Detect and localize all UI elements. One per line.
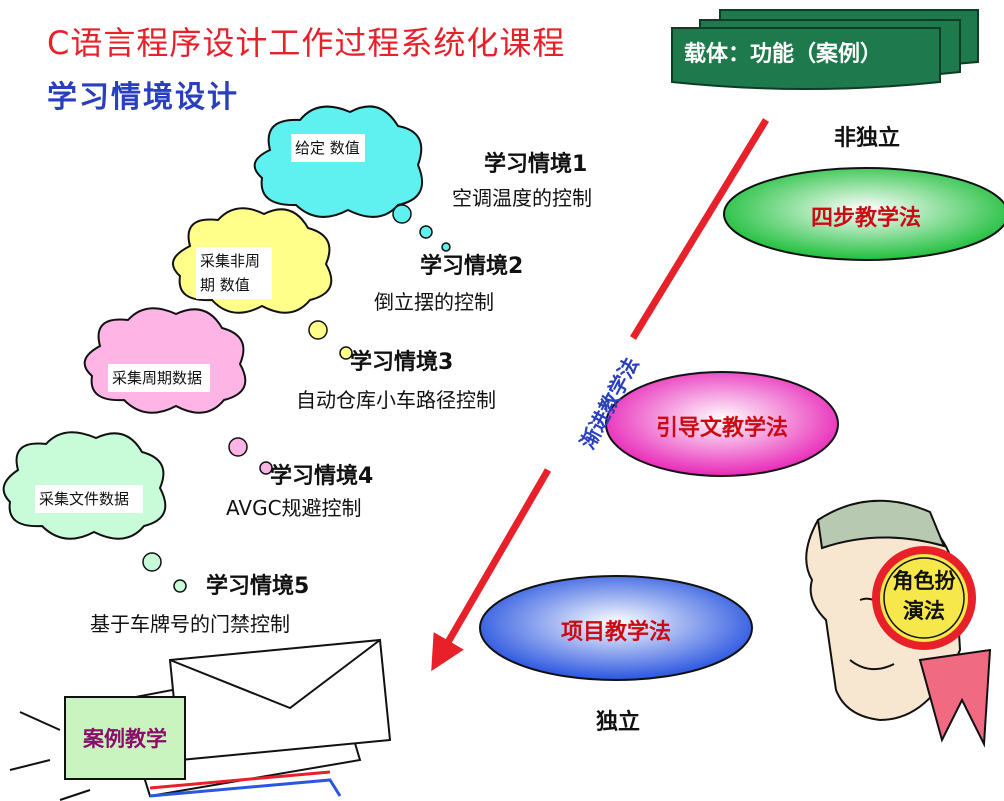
page-subtitle: 学习情境设计	[47, 80, 239, 115]
situation-4-title: 学习情境4	[270, 464, 374, 489]
carrier-stack	[671, 9, 979, 90]
method-ellipse-2	[605, 371, 839, 477]
cloud-text-1: 给定 数值	[291, 134, 365, 162]
situation-2-desc: 倒立摆的控制	[374, 290, 494, 314]
progression-arrow	[431, 118, 769, 672]
situation-5-title: 学习情境5	[206, 574, 310, 599]
situation-5-desc: 基于车牌号的门禁控制	[90, 612, 290, 636]
case-teaching-box: 案例教学	[64, 696, 186, 780]
carrier-label: 载体：功能（案例）	[684, 42, 883, 67]
method-label-1: 四步教学法	[810, 206, 921, 231]
method-label-2: 引导文教学法	[655, 416, 788, 441]
situation-2-title: 学习情境2	[420, 254, 524, 279]
situation-3-title: 学习情境3	[350, 350, 454, 375]
independent-label: 独立	[596, 710, 641, 735]
situation-1-title: 学习情境1	[484, 152, 588, 177]
method-label-3: 项目教学法	[560, 620, 671, 645]
situation-1-desc: 空调温度的控制	[452, 186, 592, 210]
role-play-figure-icon	[805, 499, 992, 748]
role-play-label: 角色扮演法	[892, 569, 956, 623]
method-ellipse-3	[479, 575, 753, 681]
non-independent-label: 非独立	[834, 126, 901, 151]
cloud-text-4: 采集文件数据	[35, 485, 143, 513]
page-title: C语言程序设计工作过程系统化课程	[47, 24, 566, 62]
envelopes-icon	[9, 638, 392, 801]
cloud-text-2: 采集非周期 数值	[196, 247, 272, 299]
cloud-text-3: 采集周期数据	[108, 364, 210, 392]
method-ellipse-1	[723, 167, 1004, 261]
situation-4-desc: AVGC规避控制	[226, 496, 362, 520]
situation-3-desc: 自动仓库小车路径控制	[296, 388, 496, 412]
